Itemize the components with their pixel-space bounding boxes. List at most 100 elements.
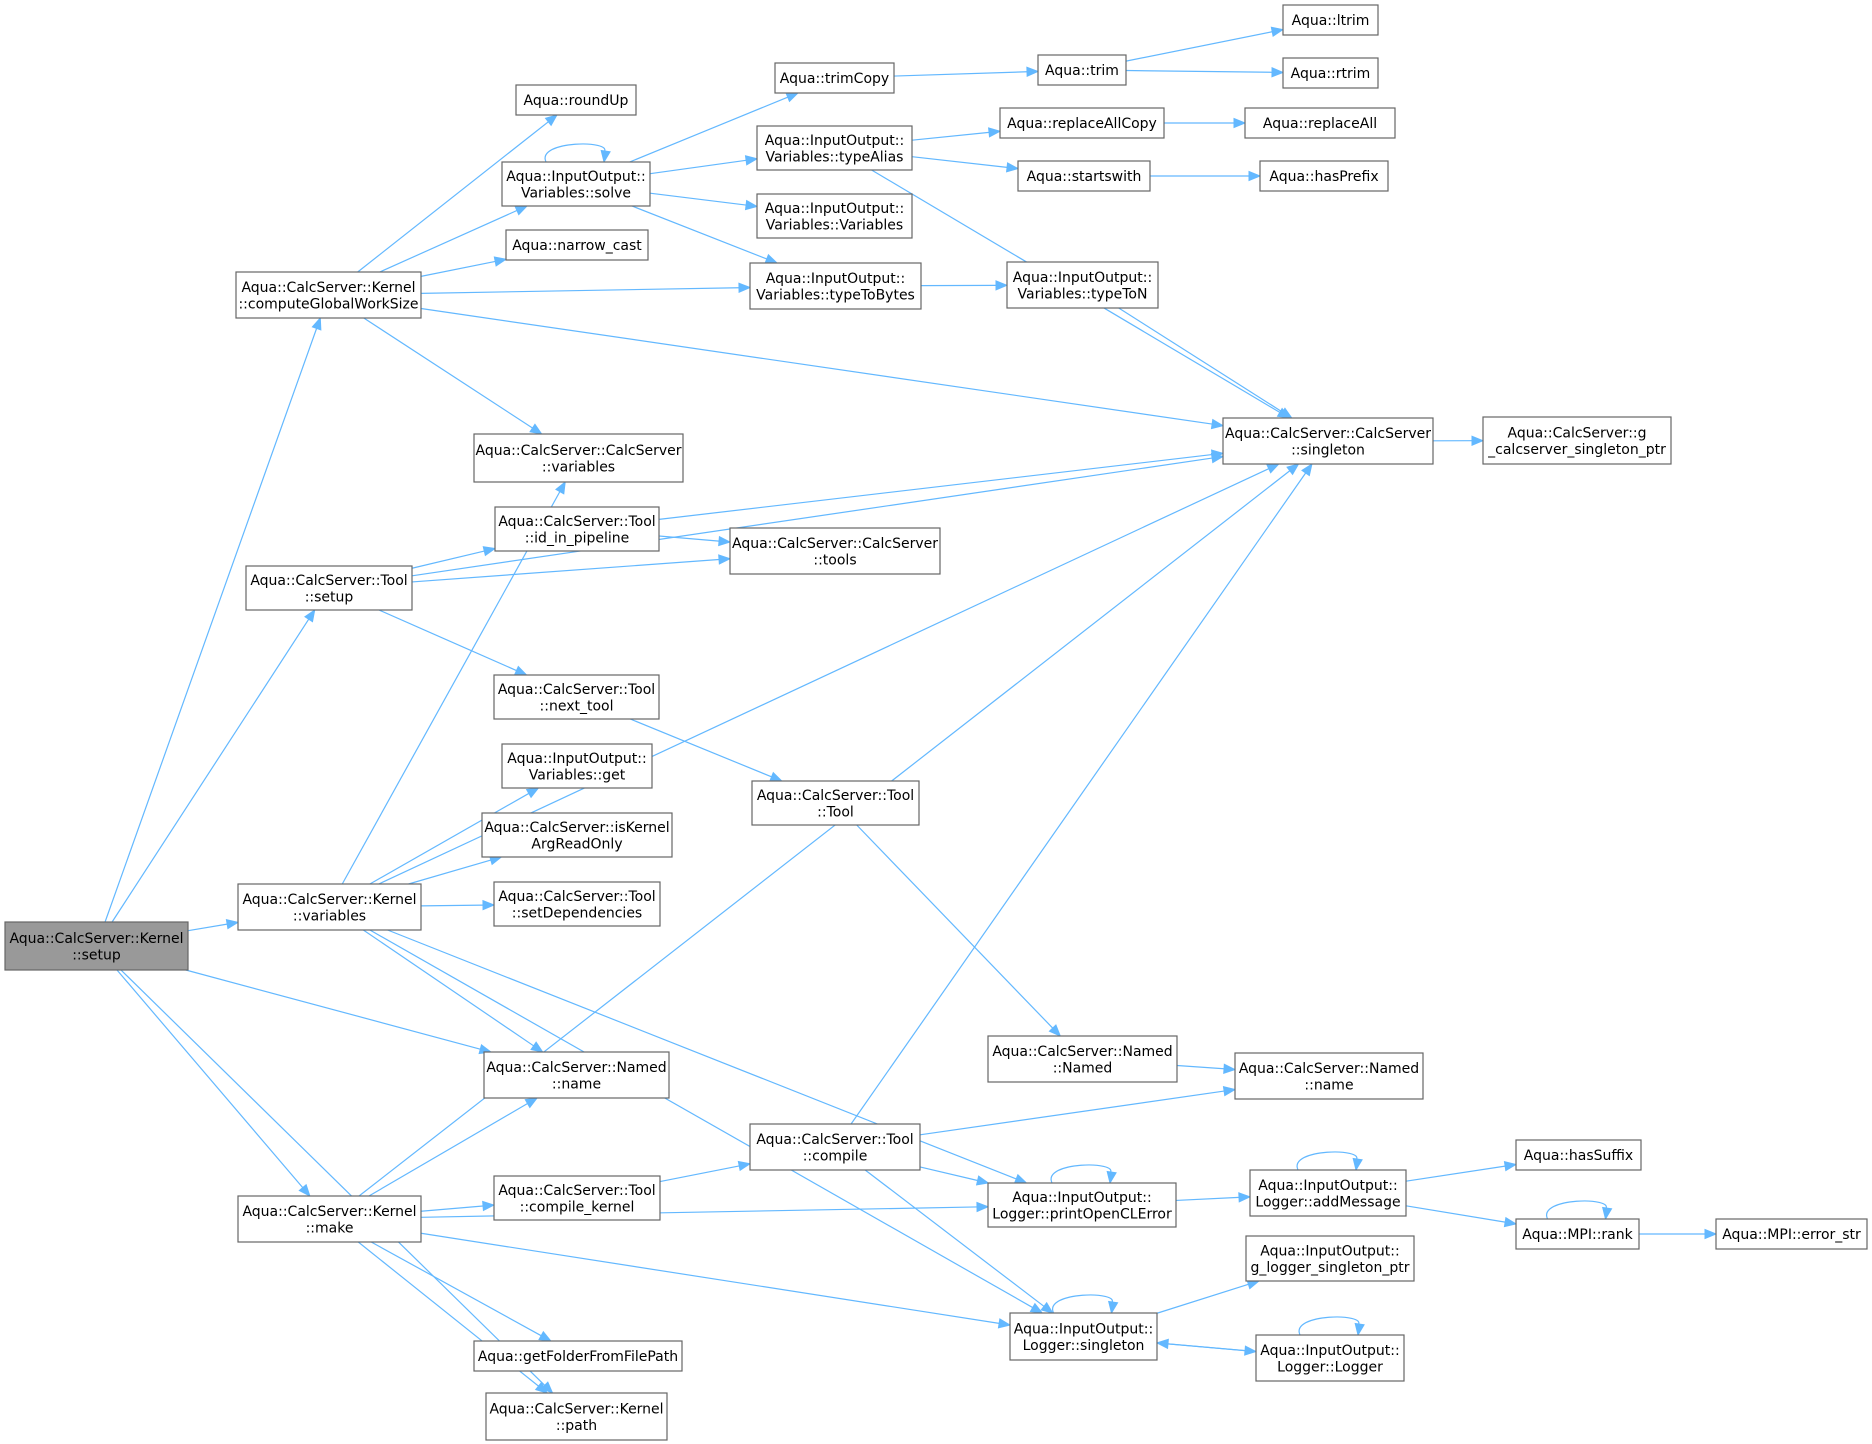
node-kcgws[interactable]: Aqua::CalcServer::Kernel::computeGlobalW… [235, 271, 422, 319]
node-compile[interactable]: Aqua::CalcServer::Tool::compile [749, 1123, 921, 1171]
edge-kcgws-to-csvars-arrowhead [529, 423, 543, 435]
edge-loggerctor-to-loggerctor-arrowhead [1354, 1322, 1365, 1337]
node-cstools[interactable]: Aqua::CalcServer::CalcServer::tools [729, 527, 941, 575]
edge-trim-to-ltrim [1125, 31, 1273, 62]
node-label-line: ::singleton [1291, 442, 1365, 458]
node-ltrim[interactable]: Aqua::ltrim [1282, 4, 1379, 36]
node-label-line: ::tools [813, 552, 856, 568]
node-vsolve[interactable]: Aqua::InputOutput::Variables::solve [501, 161, 651, 207]
node-toolctor[interactable]: Aqua::CalcServer::Tool::Tool [751, 780, 920, 826]
edge-nexttool-to-toolctor-arrowhead [769, 771, 783, 782]
edge-vsolve-to-typetobytes-arrowhead [764, 253, 779, 264]
node-box [774, 62, 895, 94]
node-mpirank[interactable]: Aqua::MPI::rank [1515, 1218, 1640, 1250]
edge-compk-to-compile [659, 1165, 740, 1183]
node-trim[interactable]: Aqua::trim [1037, 54, 1127, 86]
edge-tsetup-to-cstools [411, 558, 720, 583]
edge-lsingleton-to-glogptr [1156, 1283, 1249, 1314]
edge-compile-to-cssingleton-arrowhead [1301, 462, 1313, 477]
edge-root-to-kvars-arrowhead [225, 919, 240, 930]
node-box [1715, 1218, 1868, 1250]
edge-startswith-to-hasprefix-arrowhead [1248, 170, 1262, 182]
edge-compile-to-lsingleton [864, 1169, 1045, 1307]
node-glogptr[interactable]: Aqua::InputOutput::g_logger_singleton_pt… [1245, 1235, 1415, 1282]
edge-tsetup-to-idpipe-arrowhead [482, 546, 497, 557]
node-label-line: Aqua::InputOutput:: [1012, 1190, 1151, 1206]
edge-kvars-to-csvars-arrowhead [555, 480, 566, 495]
node-label-line: ::setup [72, 947, 121, 963]
edge-loggerctor-to-lsingleton-arrowhead [1155, 1338, 1169, 1350]
node-vget[interactable]: Aqua::InputOutput::Variables::get [501, 743, 653, 789]
node-kvars[interactable]: Aqua::CalcServer::Kernel::variables [237, 883, 422, 931]
node-label-line: Logger::addMessage [1255, 1194, 1400, 1210]
node-root[interactable]: Aqua::CalcServer::Kernel::setup [4, 921, 189, 971]
node-startswith[interactable]: Aqua::startswith [1017, 160, 1151, 192]
node-addmsg[interactable]: Aqua::InputOutput::Logger::addMessage [1249, 1169, 1407, 1217]
node-label-line: ::name [1304, 1077, 1353, 1093]
node-kmake[interactable]: Aqua::CalcServer::Kernel::make [237, 1195, 422, 1243]
edge-vsolve-to-varsctor-arrowhead [744, 199, 759, 211]
node-kpath[interactable]: Aqua::CalcServer::Kernel::path [485, 1392, 668, 1441]
node-cssingleton[interactable]: Aqua::CalcServer::CalcServer::singleton [1222, 417, 1434, 465]
node-setdeps[interactable]: Aqua::CalcServer::Tool::setDependencies [493, 881, 661, 927]
node-label-line: Aqua::InputOutput:: [1258, 1178, 1397, 1194]
node-box [1515, 1139, 1642, 1171]
node-label-line: ::setup [305, 589, 354, 605]
node-label-line: Aqua::CalcServer::Kernel [242, 892, 416, 908]
node-compk[interactable]: Aqua::CalcServer::Tool::compile_kernel [493, 1175, 661, 1221]
node-hasprefix[interactable]: Aqua::hasPrefix [1259, 160, 1389, 192]
node-label-line: g_logger_singleton_ptr [1251, 1260, 1410, 1276]
node-getfolder[interactable]: Aqua::getFolderFromFilePath [473, 1340, 683, 1372]
edge-vsolve-to-typetobytes [631, 205, 767, 260]
edge-kmake-to-lsingleton [420, 1232, 1000, 1324]
node-rtrim[interactable]: Aqua::rtrim [1282, 57, 1379, 89]
node-named1[interactable]: Aqua::CalcServer::Named::name [483, 1051, 670, 1099]
edge-root-to-kpath [120, 969, 546, 1386]
node-loggerctor[interactable]: Aqua::InputOutput::Logger::Logger [1255, 1334, 1405, 1382]
edge-compile-to-printcl [919, 1166, 978, 1182]
node-label-line: Aqua::CalcServer::Kernel [241, 280, 415, 296]
edge-printcl-to-addmsg [1175, 1196, 1240, 1202]
node-hassuffix[interactable]: Aqua::hasSuffix [1515, 1139, 1642, 1171]
edge-namedctor-to-named2 [1176, 1064, 1225, 1070]
node-replcopy[interactable]: Aqua::replaceAllCopy [999, 107, 1165, 139]
node-typealias[interactable]: Aqua::InputOutput::Variables::typeAlias [756, 125, 913, 171]
node-label-line: _calcserver_singleton_ptr [1487, 442, 1666, 458]
node-typeton[interactable]: Aqua::InputOutput::Variables::typeToN [1006, 261, 1159, 309]
node-nexttool[interactable]: Aqua::CalcServer::Tool::next_tool [493, 674, 660, 720]
node-printcl[interactable]: Aqua::InputOutput::Logger::printOpenCLEr… [987, 1182, 1177, 1228]
edge-mpirank-to-mpierr-arrowhead [1704, 1228, 1718, 1240]
node-label-line: Aqua::CalcServer::Kernel [489, 1401, 663, 1417]
node-box [494, 506, 660, 552]
node-varsctor[interactable]: Aqua::InputOutput::Variables::Variables [756, 193, 913, 239]
edge-tsetup-to-nexttool [378, 609, 517, 672]
node-typetobytes[interactable]: Aqua::InputOutput::Variables::typeToByte… [749, 262, 922, 310]
node-named2[interactable]: Aqua::CalcServer::Named::name [1234, 1052, 1424, 1100]
node-label-line: Aqua::CalcServer::CalcServer [732, 536, 938, 552]
node-idpipe[interactable]: Aqua::CalcServer::Tool::id_in_pipeline [494, 506, 660, 552]
edge-kcgws-to-roundup-arrowhead [544, 114, 558, 127]
node-trimcopy[interactable]: Aqua::trimCopy [774, 62, 895, 94]
node-lsingleton[interactable]: Aqua::InputOutput::Logger::singleton [1009, 1312, 1158, 1361]
node-csvars[interactable]: Aqua::CalcServer::CalcServer::variables [473, 433, 684, 483]
node-label-line: Variables::solve [521, 185, 631, 201]
edge-addmsg-to-mpirank [1405, 1205, 1506, 1223]
edge-vsolve-to-vsolve [544, 143, 606, 163]
node-replall[interactable]: Aqua::replaceAll [1244, 107, 1396, 139]
edge-kmake-to-named1 [368, 1103, 528, 1197]
node-box [485, 1392, 668, 1441]
node-roundup[interactable]: Aqua::roundUp [515, 84, 637, 116]
node-label-line: ::make [306, 1220, 354, 1236]
node-tsetup[interactable]: Aqua::CalcServer::Tool::setup [245, 565, 413, 611]
node-gcsptr[interactable]: Aqua::CalcServer::g_calcserver_singleton… [1482, 416, 1672, 465]
edge-mpirank-to-mpirank [1546, 1200, 1607, 1220]
edge-kcgws-to-typetobytes-arrowhead [738, 282, 752, 293]
node-narrow[interactable]: Aqua::narrow_cast [505, 229, 649, 261]
node-label-line: Aqua::CalcServer::Tool [498, 1183, 655, 1199]
node-box [245, 565, 413, 611]
node-mpierr[interactable]: Aqua::MPI::error_str [1715, 1218, 1868, 1250]
node-box [473, 1340, 683, 1372]
node-namedctor[interactable]: Aqua::CalcServer::Named::Named [987, 1035, 1178, 1083]
node-label-line: Aqua::CalcServer::Tool [498, 889, 655, 905]
